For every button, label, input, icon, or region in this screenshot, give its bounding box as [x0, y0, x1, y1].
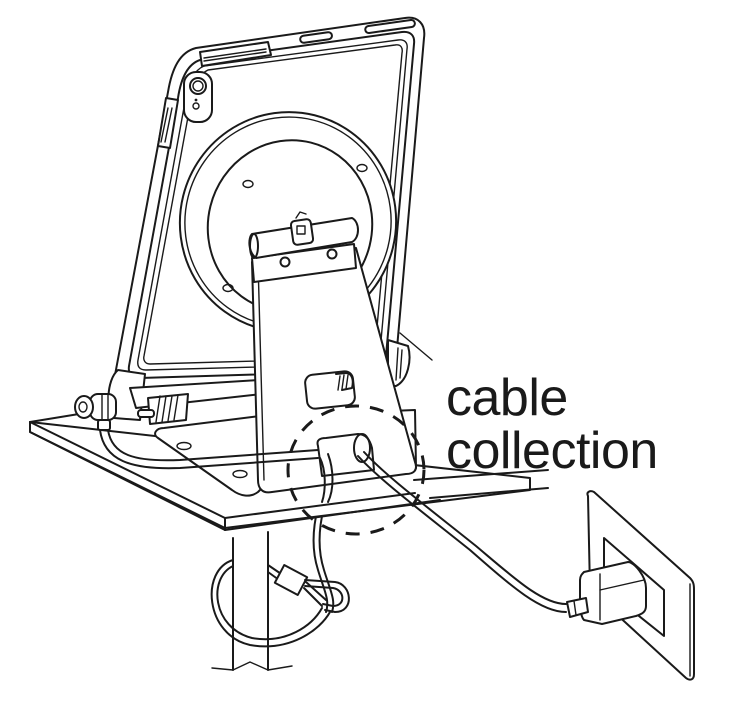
security-cable-loop — [210, 499, 350, 648]
security-lock — [74, 393, 117, 431]
desk-leg — [211, 531, 293, 671]
power-adapter — [566, 561, 647, 625]
callout-label-line1: cable — [446, 369, 568, 427]
callout-label-line2: collection — [446, 422, 658, 480]
charging-cable — [357, 451, 567, 613]
security-cable — [99, 429, 334, 503]
stand — [154, 211, 417, 497]
cable-collection-callout-circle — [286, 404, 426, 536]
